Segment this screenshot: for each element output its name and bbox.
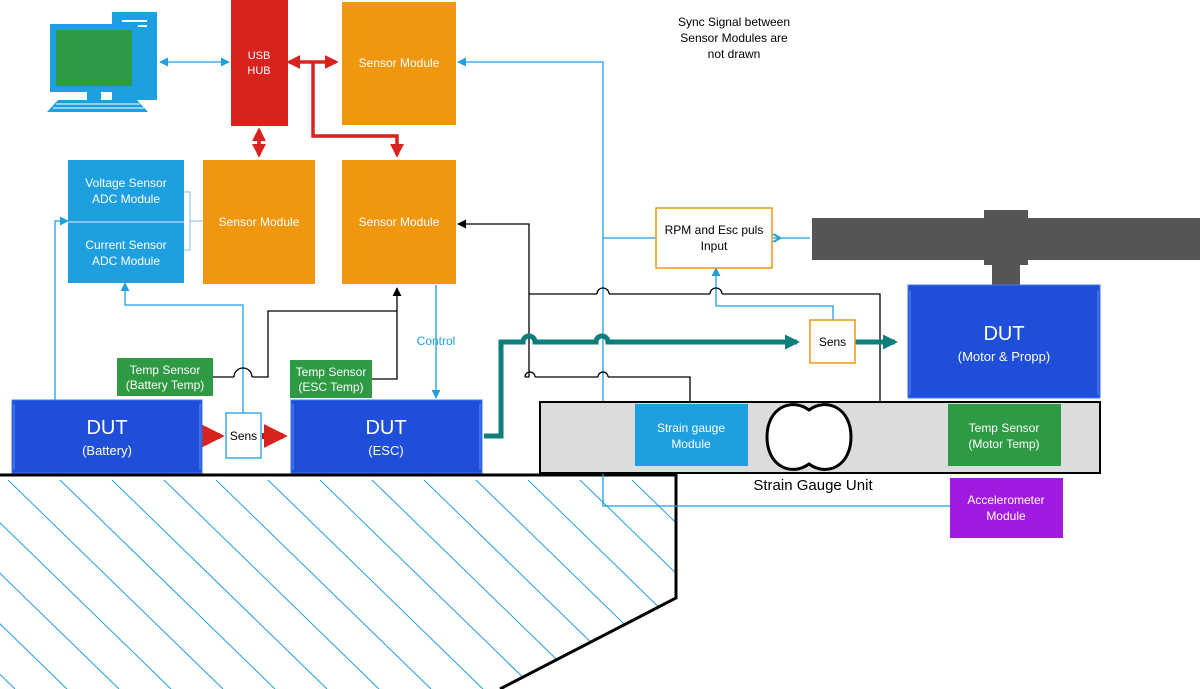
hatch-line (631, 479, 676, 689)
hatch-line (319, 479, 536, 689)
temp-battery-line1: Temp Sensor (130, 363, 201, 377)
temp-sensor-battery (117, 358, 213, 396)
usb-hub-line1: USB (248, 50, 271, 62)
voltage-sensor-line2: ADC Module (92, 192, 160, 206)
control-label: Control (417, 334, 456, 348)
sens-motor-label: Sens (819, 335, 846, 349)
sens-battery-label: Sens (230, 429, 257, 443)
hatch-line (0, 479, 120, 689)
sensor-module-top-label: Sensor Module (359, 56, 440, 70)
hatch-line (684, 480, 899, 689)
strain-module-line1: Strain gauge (657, 421, 725, 435)
accelerometer-module (950, 478, 1063, 538)
dut-motor: DUT (Motor & Propp) (907, 284, 1101, 399)
temp-sensor-esc (290, 360, 372, 398)
hatch-line (371, 479, 588, 689)
dut-battery-title: DUT (86, 417, 127, 439)
hatch-line (215, 479, 432, 689)
sync-note-line3: not drawn (708, 47, 761, 61)
rpm-esc-input (655, 207, 773, 269)
hatch-line (0, 479, 172, 689)
temp-battery-line2: (Battery Temp) (126, 378, 204, 392)
propeller (812, 210, 1200, 285)
sens-motor (809, 319, 856, 364)
current-sensor-line2: ADC Module (92, 254, 160, 268)
sens-battery (225, 412, 262, 459)
temp-esc-line2: (ESC Temp) (298, 380, 363, 394)
strain-gauge-unit-label: Strain Gauge Unit (753, 477, 873, 494)
connections (54, 55, 950, 507)
hatch-line (59, 479, 276, 689)
hatch-line (475, 479, 676, 689)
hatch-line (111, 479, 328, 689)
rpm-input-line2: Input (701, 239, 728, 253)
hatch-line (527, 479, 676, 689)
dut-battery: DUT (Battery) (11, 399, 203, 474)
rpm-input-line1: RPM and Esc puls (665, 223, 764, 237)
temp-motor-line1: Temp Sensor (969, 421, 1040, 435)
temp-esc-line1: Temp Sensor (296, 365, 367, 379)
strain-gauge-element (765, 403, 853, 471)
hatch-line (0, 479, 16, 689)
dut-esc-subtitle: (ESC) (368, 443, 403, 458)
usb-hub-line2: HUB (247, 65, 270, 77)
dut-motor-title: DUT (983, 323, 1024, 345)
hatch-line (267, 479, 484, 689)
temp-motor-line2: (Motor Temp) (968, 437, 1039, 451)
strain-module (635, 404, 748, 466)
hatch-line (579, 479, 676, 689)
hatch-line (423, 479, 640, 689)
current-sensor-line1: Current Sensor (85, 238, 166, 252)
sync-note-line2: Sensor Modules are (680, 31, 788, 45)
hatch-line (0, 479, 68, 689)
sync-note-line1: Sync Signal between (678, 15, 790, 29)
dut-battery-subtitle: (Battery) (82, 443, 132, 458)
accelerometer-line2: Module (986, 509, 1026, 523)
hatch-line (163, 479, 380, 689)
temp-sensor-motor (948, 404, 1061, 466)
sensor-module-center (342, 160, 456, 284)
hatch-line (7, 479, 224, 689)
accelerometer-line1: Accelerometer (967, 493, 1044, 507)
dut-esc-title: DUT (365, 417, 406, 439)
sensor-module-center-label: Sensor Module (359, 215, 440, 229)
dut-motor-subtitle: (Motor & Propp) (958, 349, 1050, 364)
dut-esc: DUT (ESC) (290, 399, 483, 474)
usb-hub (231, 0, 288, 126)
current-sensor-adc (68, 222, 184, 283)
sensor-module-top (342, 2, 456, 125)
strain-module-line2: Module (671, 437, 711, 451)
sync-note: Sync Signal between Sensor Modules are n… (678, 15, 790, 61)
sensor-module-left (203, 160, 315, 284)
sensor-module-left-label: Sensor Module (219, 215, 300, 229)
computer-icon (47, 12, 157, 112)
hatch-line (736, 480, 951, 689)
voltage-sensor-line1: Voltage Sensor (85, 176, 166, 190)
ground (0, 473, 951, 689)
voltage-sensor-adc (68, 160, 184, 222)
